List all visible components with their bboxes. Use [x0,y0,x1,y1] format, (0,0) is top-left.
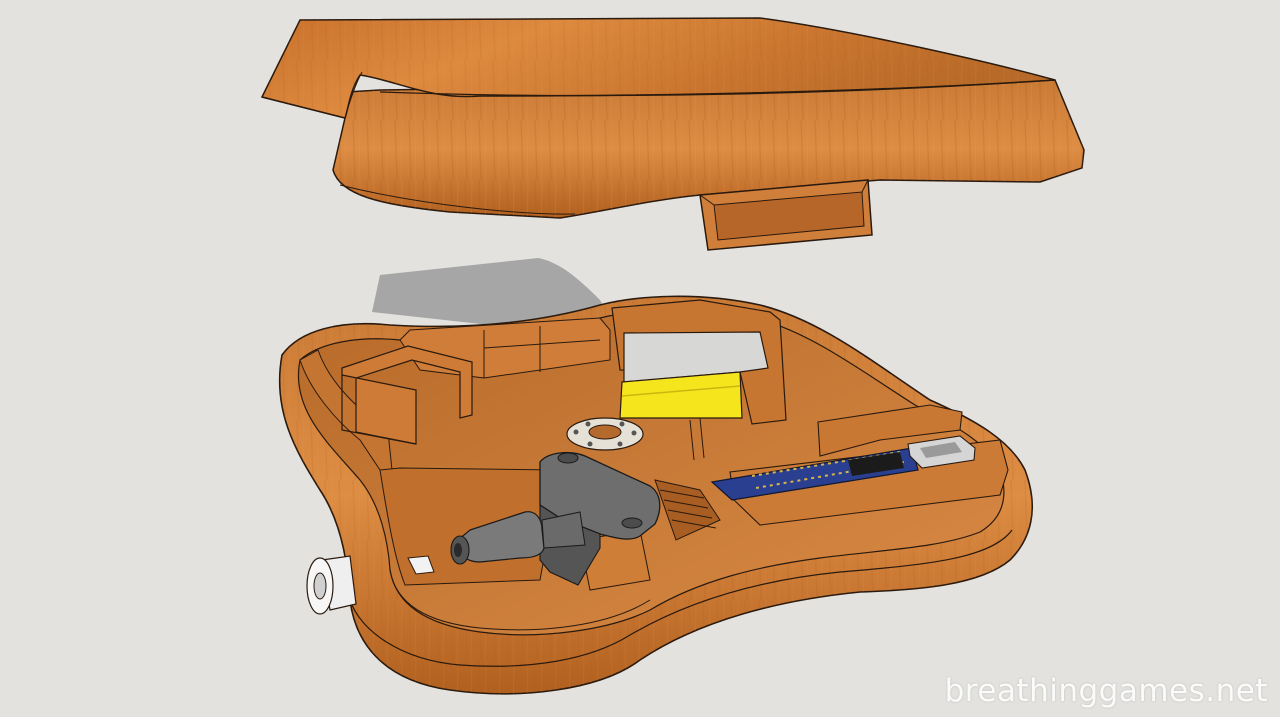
floor-steps [654,479,721,541]
mouthpiece-connector [306,555,357,615]
led-ring [566,417,644,451]
pressure-sensor [450,451,661,586]
battery-side [619,371,743,419]
lid-tab [699,179,873,251]
battery-pack [619,331,769,419]
battery-top [623,331,769,383]
wooden-lid [260,17,1085,251]
small-insert [407,555,435,575]
usb-connector [907,435,976,469]
watermark-text: breathinggames.net [944,673,1268,709]
microcontroller-board [710,435,976,501]
left-bracket [341,345,473,445]
cast-shadow [372,258,610,325]
